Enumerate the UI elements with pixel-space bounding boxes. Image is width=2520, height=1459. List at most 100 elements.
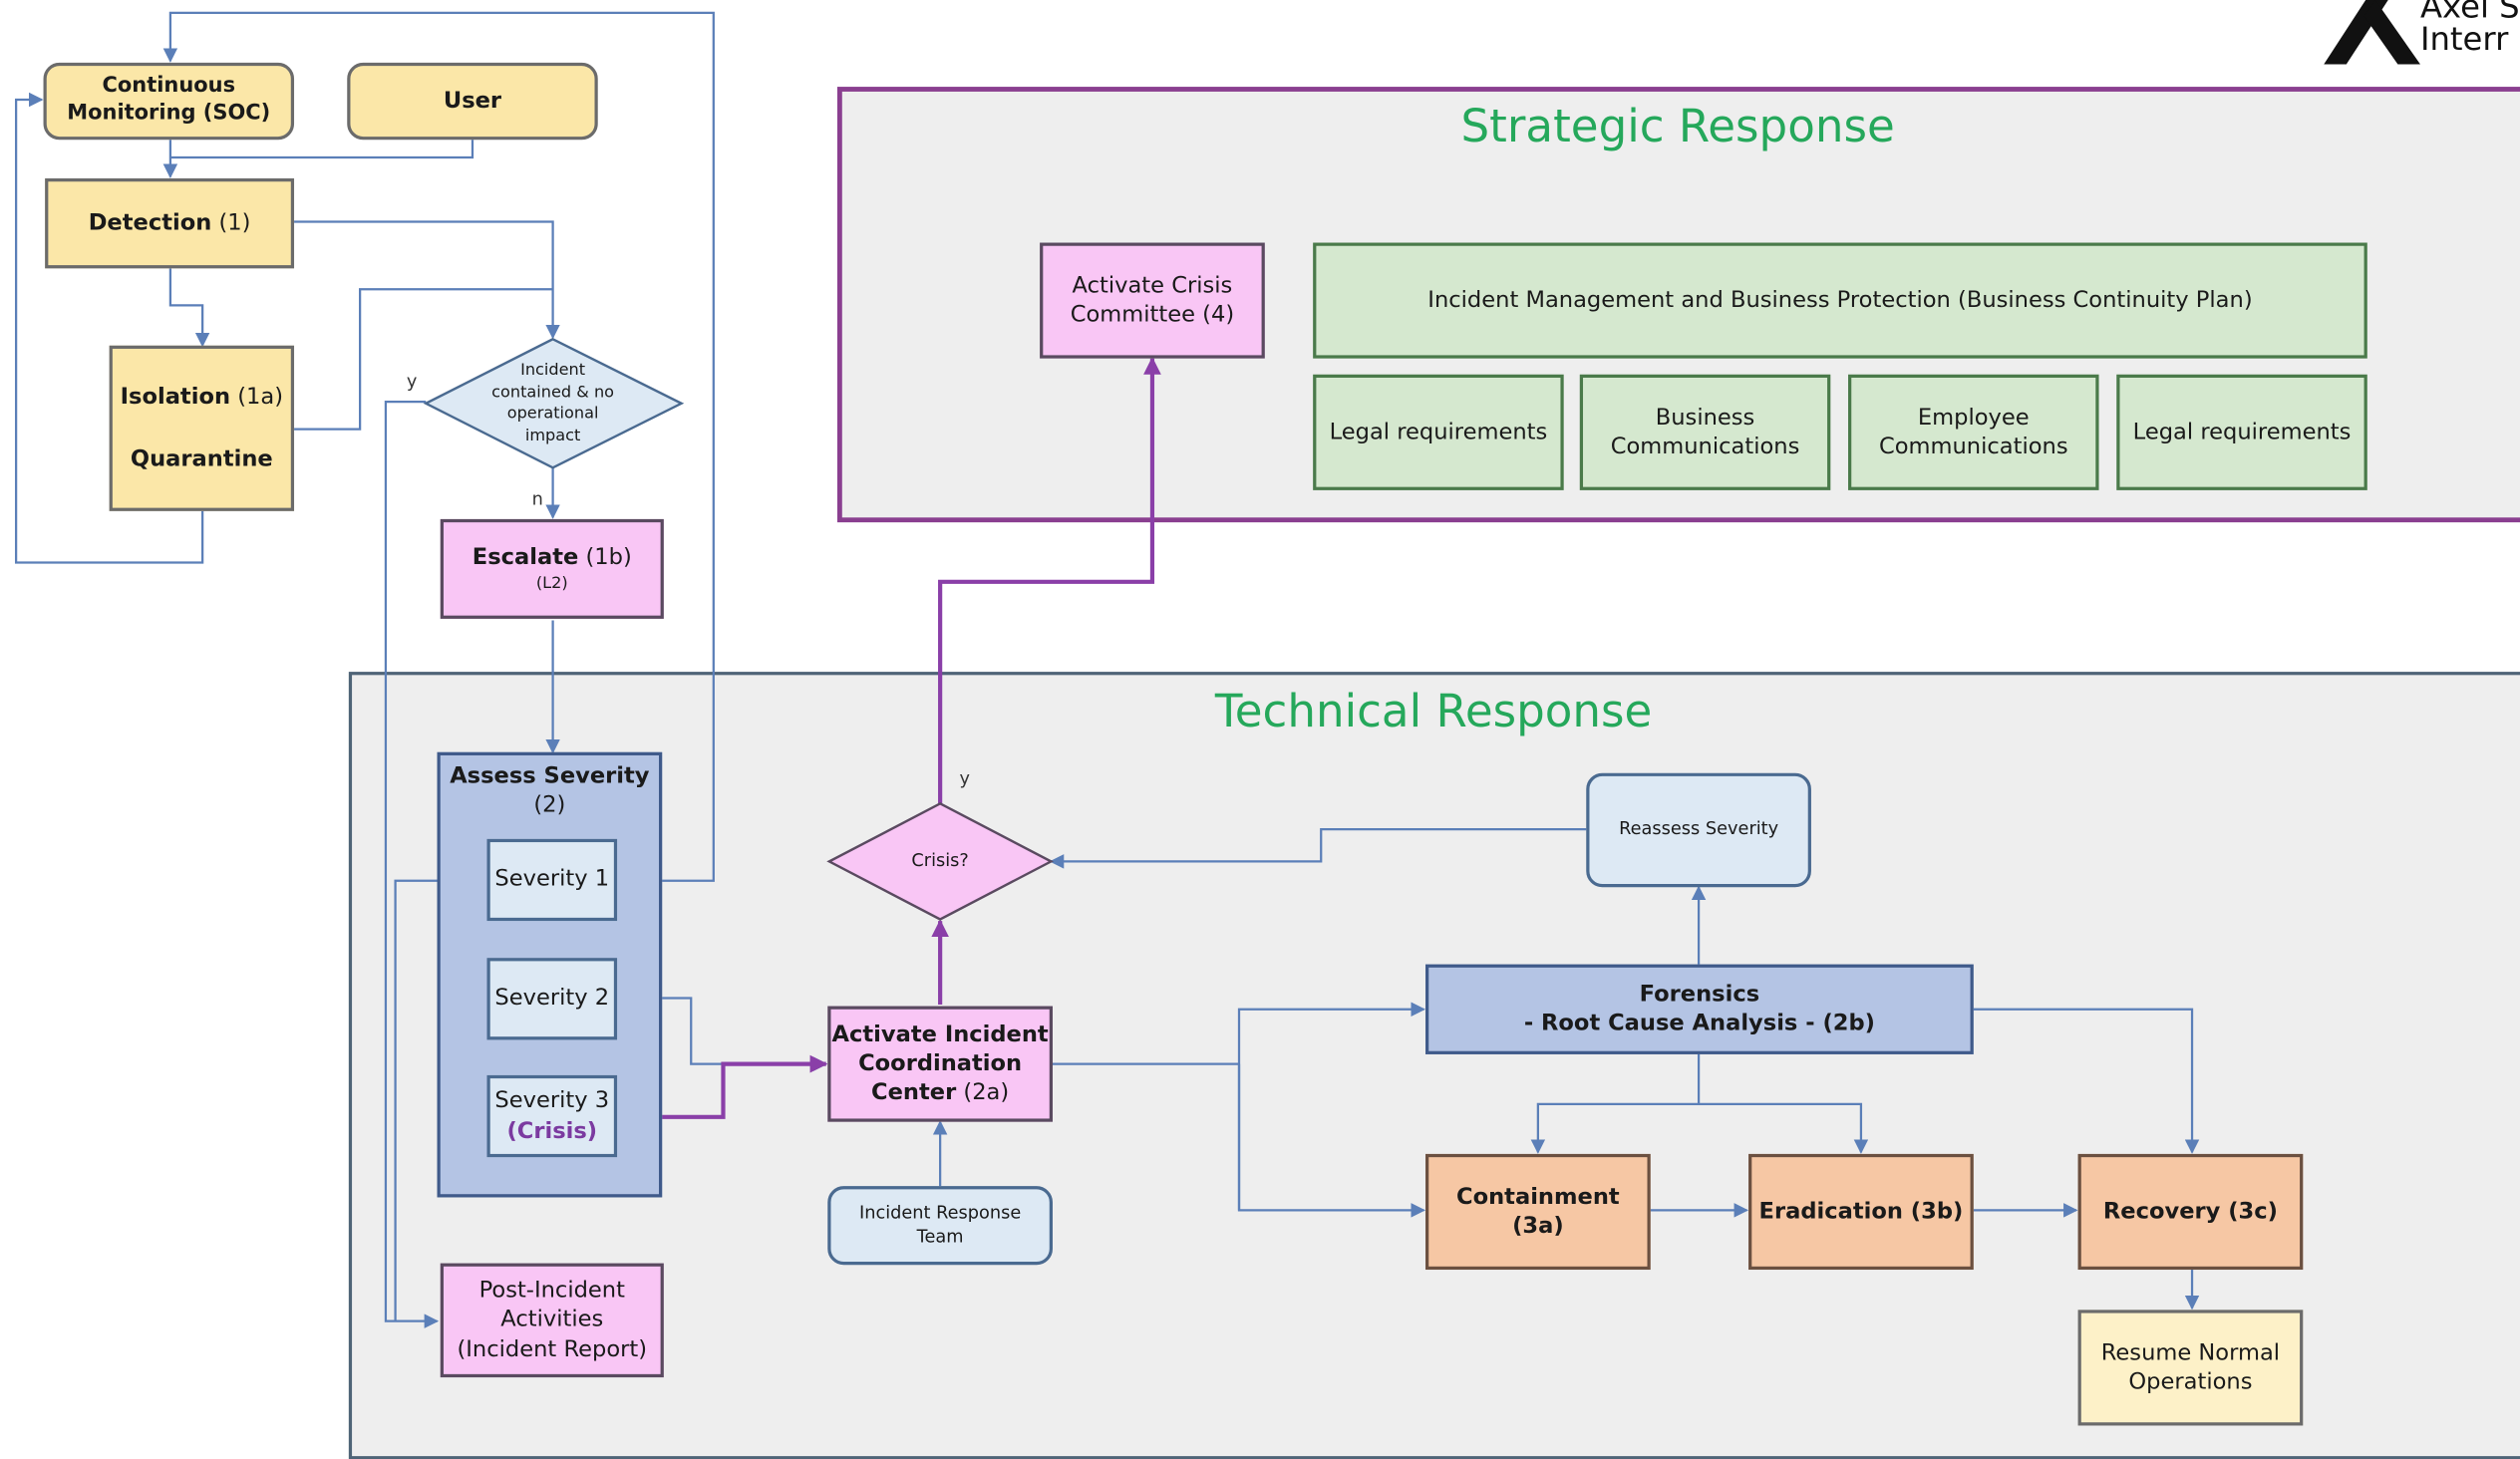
activate-crisis-line1: Activate Crisis <box>1072 272 1233 299</box>
forensics-node[interactable]: Forensics - Root Cause Analysis - (2b) <box>1425 964 1974 1054</box>
continuous-monitoring-line2: Monitoring (SOC) <box>67 101 271 126</box>
forensics-line1: Forensics <box>1639 982 1760 1008</box>
technical-response-title: Technical Response <box>1214 685 1653 738</box>
containment-node[interactable]: Containment (3a) <box>1425 1153 1651 1271</box>
incident-management-label: Incident Management and Business Protect… <box>1427 287 2253 314</box>
isolation-node[interactable]: Isolation (1a) Quarantine <box>109 345 295 511</box>
detection-node[interactable]: Detection (1) <box>45 178 295 269</box>
link-isolation-to-decision <box>294 288 553 431</box>
activate-icc-line1: Activate Incident <box>831 1021 1049 1048</box>
recovery-label: Recovery (3c) <box>2102 1198 2278 1225</box>
escalate-number: (1b) <box>578 545 632 572</box>
resume-operations-line2: Operations <box>2128 1369 2253 1395</box>
reassess-severity-label: Reassess Severity <box>1619 818 1779 840</box>
employee-communications-line1: Employee <box>1917 405 2030 431</box>
business-communications-node[interactable]: Business Communications <box>1579 374 1831 490</box>
isolation-number: (1a) <box>230 384 284 411</box>
crisis-diamond <box>826 801 1054 921</box>
post-incident-line3: (Incident Report) <box>457 1336 648 1362</box>
incident-contained-line1: Incident <box>520 361 586 380</box>
crisis-text: Crisis? <box>876 845 1005 877</box>
employee-communications-line2: Communications <box>1878 434 2068 460</box>
isolation-label: Isolation <box>120 384 231 411</box>
post-incident-line1: Post-Incident <box>478 1278 625 1305</box>
link-detection-to-decision <box>294 220 560 340</box>
severity3-node[interactable]: Severity 3 (Crisis) <box>486 1074 618 1158</box>
severity2-node[interactable]: Severity 2 <box>486 958 618 1040</box>
link-decision-to-post-incident <box>384 401 440 1328</box>
escalate-sub: (L2) <box>535 574 568 593</box>
link-forensics-to-recovery <box>1973 1008 2200 1154</box>
link-user-to-detection <box>169 140 474 159</box>
incident-contained-diamond <box>423 337 685 469</box>
escalate-label: Escalate <box>472 545 579 572</box>
assess-severity-label: Assess Severity <box>450 763 650 789</box>
edge-label-y-left: y <box>406 371 418 393</box>
link-split-to-forensics <box>1237 1002 1426 1211</box>
severity3-crisis-label: (Crisis) <box>506 1117 598 1144</box>
incident-management-node[interactable]: Incident Management and Business Protect… <box>1313 242 2367 359</box>
activate-crisis-line2: Committee (4) <box>1070 302 1235 328</box>
severity3-label: Severity 3 <box>494 1088 610 1115</box>
link-forensics-to-containment <box>1530 1053 1701 1154</box>
irt-node[interactable]: Incident Response Team <box>827 1186 1053 1266</box>
detection-number: (1) <box>211 210 251 236</box>
brand-name-line1: Axel S <box>2419 0 2520 26</box>
link-severity1-to-monitoring <box>162 11 715 882</box>
brand-name: Axel S Interr <box>2420 0 2520 55</box>
link-severity3-to-icc <box>617 1054 828 1119</box>
link-detection-to-isolation <box>168 268 210 348</box>
activate-icc-line3: Center <box>871 1079 957 1106</box>
business-communications-line1: Business <box>1655 405 1755 431</box>
resume-operations-node[interactable]: Resume Normal Operations <box>2077 1310 2304 1426</box>
legal-requirements-1-label: Legal requirements <box>1329 419 1548 445</box>
user-label: User <box>443 88 502 115</box>
incident-contained-text: Incident contained & no operational impa… <box>457 354 649 453</box>
irt-line2: Team <box>916 1225 964 1247</box>
strategic-response-title: Strategic Response <box>1460 99 1895 153</box>
activate-icc-node[interactable]: Activate Incident Coordination Center (2… <box>827 1006 1053 1122</box>
severity2-label: Severity 2 <box>494 986 610 1013</box>
eradication-node[interactable]: Eradication (3b) <box>1748 1153 1974 1271</box>
detection-label: Detection <box>88 210 212 236</box>
assess-severity-number: (2) <box>533 792 566 819</box>
business-communications-line2: Communications <box>1610 434 1800 460</box>
link-forensics-to-eradication <box>1699 1102 1869 1154</box>
post-incident-node[interactable]: Post-Incident Activities (Incident Repor… <box>440 1263 664 1378</box>
legal-requirements-1-node[interactable]: Legal requirements <box>1313 374 1564 490</box>
activate-crisis-committee-node[interactable]: Activate Crisis Committee (4) <box>1040 242 1265 359</box>
severity1-label: Severity 1 <box>494 866 610 893</box>
user-node[interactable]: User <box>347 62 598 141</box>
edge-label-y-crisis: y <box>959 767 970 789</box>
eradication-label: Eradication (3b) <box>1758 1198 1964 1225</box>
continuous-monitoring-node[interactable]: Continuous Monitoring (SOC) <box>43 62 295 141</box>
containment-label: Containment (3a) <box>1456 1184 1620 1240</box>
continuous-monitoring-line1: Continuous <box>102 74 236 99</box>
resume-operations-line1: Resume Normal <box>2100 1339 2281 1366</box>
legal-requirements-2-node[interactable]: Legal requirements <box>2116 374 2367 490</box>
severity1-node[interactable]: Severity 1 <box>486 838 618 922</box>
link-split-to-containment <box>1237 1063 1426 1218</box>
forensics-line2: - Root Cause Analysis - (2b) <box>1523 1011 1875 1037</box>
edge-label-n: n <box>531 488 543 510</box>
post-incident-line2: Activities <box>500 1307 604 1333</box>
employee-communications-node[interactable]: Employee Communications <box>1848 374 2099 490</box>
incident-contained-line3: operational <box>506 405 599 424</box>
link-reassess-to-crisis <box>1049 828 1587 869</box>
brand-name-line2: Interr <box>2419 19 2509 59</box>
incident-contained-line2: contained & no <box>491 383 615 402</box>
activate-icc-number: (2a) <box>956 1079 1010 1106</box>
recovery-node[interactable]: Recovery (3c) <box>2077 1153 2304 1271</box>
incident-contained-line4: impact <box>524 427 581 444</box>
legal-requirements-2-label: Legal requirements <box>2132 419 2352 445</box>
crisis-label: Crisis? <box>911 849 969 871</box>
reassess-severity-node[interactable]: Reassess Severity <box>1586 772 1811 888</box>
link-isolation-to-monitoring <box>14 92 204 564</box>
link-crisis-to-committee <box>938 357 1161 804</box>
activate-icc-line2: Coordination <box>858 1050 1023 1077</box>
quarantine-label: Quarantine <box>130 445 273 472</box>
escalate-node[interactable]: Escalate (1b) (L2) <box>440 518 664 619</box>
irt-line1: Incident Response <box>858 1202 1022 1224</box>
